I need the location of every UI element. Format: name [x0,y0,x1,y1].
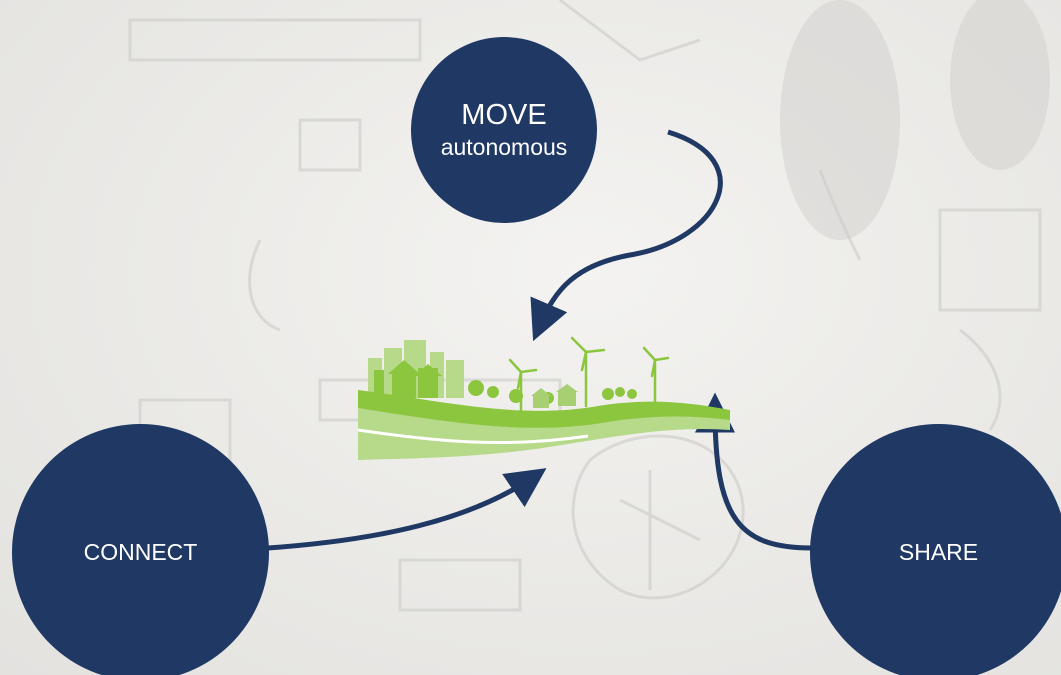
share-label: SHARE [898,539,979,565]
share-node: SHARE [810,424,1061,675]
arrow-move-to-city [530,129,723,342]
connect-label: CONNECT [83,539,198,565]
connect-node: CONNECT [12,424,269,675]
arrow-connect-to-city [267,468,547,551]
green-city-wind-turbines-icon [358,336,730,460]
arrow-share-to-city [695,392,813,551]
move-label: MOVE [461,99,547,131]
move-node: MOVE autonomous [411,37,597,223]
move-sublabel: autonomous [440,134,568,160]
